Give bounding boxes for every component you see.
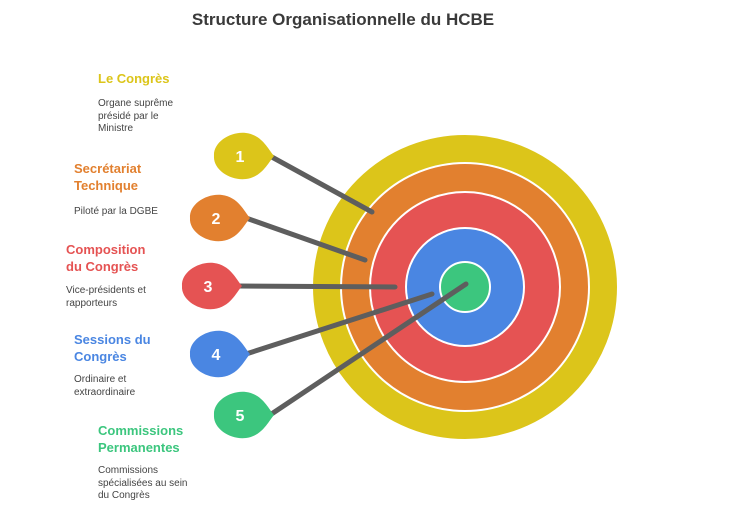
arrow-shaft-2	[243, 215, 368, 263]
arrow-shaft-4	[243, 291, 435, 357]
item-description-line: Vice-présidents et	[66, 285, 146, 296]
arrow-head-2: 2	[189, 194, 250, 242]
arrow-head-shape	[189, 194, 250, 242]
item-description-line: Commissions	[98, 465, 159, 476]
item-description-line: du Congrès	[98, 490, 150, 501]
item-description-line: extraordinaire	[74, 386, 136, 398]
arrow-head-5: 5	[213, 391, 274, 439]
arrow-heads: 1 2 3 4 5	[181, 132, 274, 439]
item-title-line: Congrès	[74, 349, 127, 364]
item-title-4: Sessions du Congrès	[74, 331, 151, 365]
diagram-title: Structure Organisationnelle du HCBE	[191, 10, 495, 29]
item-description-2: Piloté par la DGBE	[74, 206, 158, 219]
item-title-3: Composition du Congrès	[66, 241, 145, 275]
step-number: 2	[212, 211, 221, 228]
arrow-head-1: 1	[213, 132, 274, 180]
arrow-shaft-1	[267, 153, 375, 215]
arrow-head-3: 3	[181, 262, 242, 310]
target-rings	[311, 133, 619, 441]
step-number: 5	[236, 408, 245, 425]
item-description-line: Organe suprême	[98, 98, 174, 109]
item-description-line: présidé par le	[98, 110, 159, 122]
step-number: 1	[236, 149, 245, 166]
item-title-line: Secrétariat	[74, 161, 142, 176]
arrow-shafts	[235, 153, 469, 418]
item-description-line: Ordinaire et	[74, 374, 127, 385]
arrow-head-shape	[213, 132, 274, 180]
item-title-line: Le Congrès	[98, 71, 170, 86]
arrow-shaft-5	[267, 281, 469, 418]
item-title-line: Technique	[74, 178, 139, 193]
step-number: 4	[212, 347, 221, 364]
step-number: 3	[204, 279, 213, 296]
item-description-line: Ministre	[98, 123, 134, 134]
arrow-shaft-3	[235, 283, 398, 290]
item-title-1: Le Congrès	[98, 70, 170, 87]
arrow-head-shape	[189, 330, 250, 378]
item-description-line: spécialisées au sein	[98, 477, 188, 489]
item-title-line: Commissions	[98, 423, 184, 438]
arrow-head-shape	[213, 391, 274, 439]
arrow-head-shape	[181, 262, 242, 310]
item-title-line: Sessions du	[74, 332, 151, 347]
arrow-head-4: 4	[189, 330, 250, 378]
item-title-line: du Congrès	[66, 259, 139, 274]
item-description-line: Piloté par la DGBE	[74, 206, 158, 217]
item-title-line: Composition	[66, 242, 146, 257]
item-description-line: rapporteurs	[66, 297, 118, 309]
item-title-line: Permanentes	[98, 440, 180, 455]
